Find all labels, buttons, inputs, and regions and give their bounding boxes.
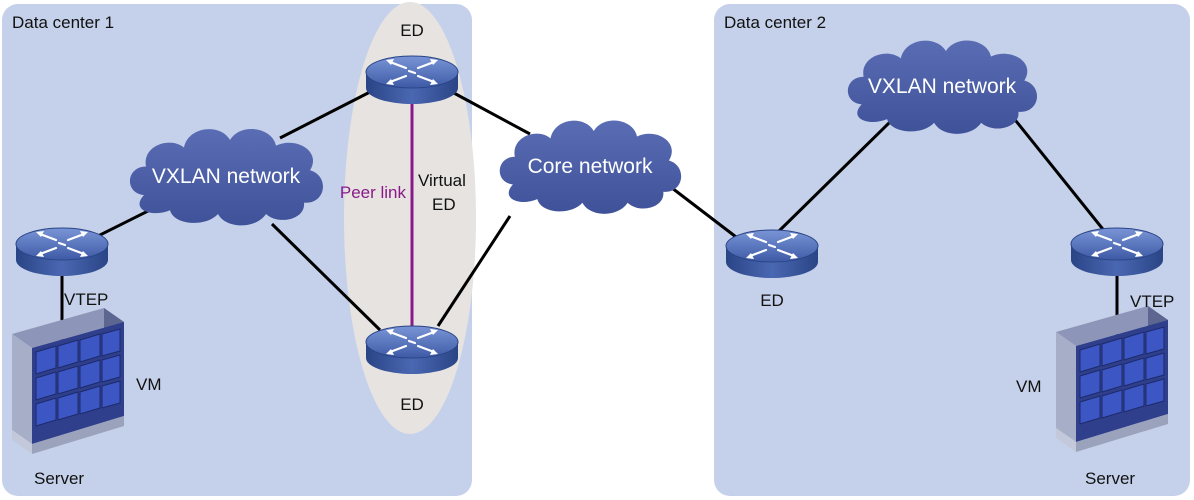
virtual-ed-label-line1: Virtual: [418, 171, 466, 190]
dc1-vxlan-cloud: VXLAN network: [129, 128, 323, 226]
virtual-ed-label-line2: ED: [432, 195, 456, 214]
dc2-vtep-router-icon: [1069, 226, 1165, 278]
dc2-vtep-label: VTEP: [1130, 292, 1174, 311]
link-ed-bottom-to-core: [436, 215, 512, 327]
dc1-vm-label: VM: [136, 375, 162, 394]
peer-link-label: Peer link: [340, 183, 407, 202]
link-ed-top-to-core: [451, 90, 531, 136]
link-ed2-to-vxlan2: [776, 120, 892, 234]
core-cloud: Core network: [499, 120, 682, 214]
link-vxlan1-to-ed-bottom: [270, 222, 382, 332]
link-core-to-ed2: [671, 186, 741, 242]
dc2-vm-label: VM: [1016, 377, 1042, 396]
dc1-vtep-label: VTEP: [64, 290, 108, 309]
datacenter-2-label: Data center 2: [724, 13, 826, 32]
link-ed-top-to-vxlan1: [279, 90, 371, 140]
link-vxlan2-to-vtep2: [1010, 115, 1112, 239]
dc1-ed-bottom-router-icon: [364, 324, 460, 376]
dc2-ed-label: ED: [760, 291, 784, 310]
dc2-vxlan-label: VXLAN network: [868, 75, 1017, 98]
dc1-ed-top-label: ED: [400, 21, 424, 40]
dc1-ed-bottom-label: ED: [400, 395, 424, 414]
dc1-server-label: Server: [34, 469, 84, 488]
dc1-vtep-router-icon: [14, 226, 110, 278]
datacenter-1-label: Data center 1: [12, 13, 114, 32]
dc1-vxlan-label: VXLAN network: [152, 165, 301, 188]
dc2-ed-router-icon: [724, 228, 820, 280]
dc2-vxlan-cloud: VXLAN network: [847, 40, 1038, 134]
core-network-label: Core network: [528, 155, 653, 178]
dc2-server-label: Server: [1085, 469, 1135, 488]
dc1-ed-top-router-icon: [364, 54, 460, 106]
